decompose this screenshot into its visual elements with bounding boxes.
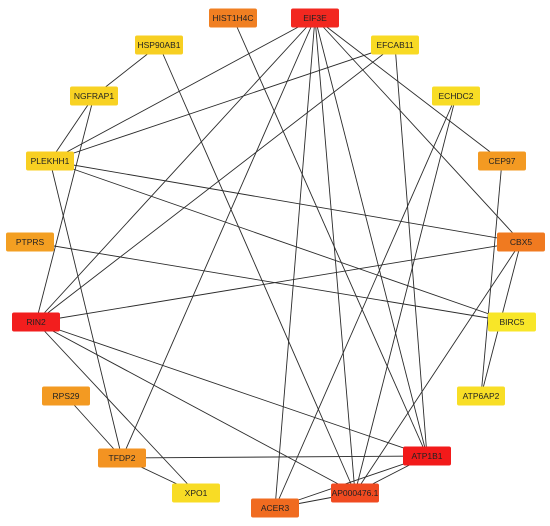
edge-plekhh1-birc5 bbox=[49, 160, 513, 323]
node-box bbox=[209, 8, 257, 28]
node-plekhh1[interactable]: PLEKHH1 bbox=[26, 151, 74, 171]
node-label: NGFRAP1 bbox=[74, 91, 114, 101]
node-cbx5[interactable]: CBX5 bbox=[497, 232, 545, 252]
node-label: CBX5 bbox=[510, 237, 532, 247]
edge-ptprs-birc5 bbox=[29, 241, 513, 323]
edge-eif3e-cbx5 bbox=[314, 17, 522, 243]
edge-plekhh1-tfdp2 bbox=[49, 160, 123, 459]
node-label: EIF3E bbox=[303, 13, 327, 23]
edge-efcab11-rin2 bbox=[35, 44, 396, 323]
edge-tfdp2-atp1b1 bbox=[121, 455, 428, 459]
node-rin2[interactable]: RIN2 bbox=[12, 312, 60, 332]
node-label: RIN2 bbox=[26, 317, 46, 327]
node-label: BIRC5 bbox=[499, 317, 524, 327]
edge-eif3e-tfdp2 bbox=[121, 17, 316, 459]
edge-eif3e-cep97 bbox=[314, 17, 503, 162]
node-xpo1[interactable]: XPO1 bbox=[172, 483, 220, 503]
node-ap000476-1[interactable]: AP000476.1 bbox=[331, 483, 379, 503]
node-tfdp2[interactable]: TFDP2 bbox=[98, 448, 146, 468]
edge-hist1h4c-atp1b1 bbox=[232, 17, 428, 457]
edge-ngfrap1-plekhh1 bbox=[49, 95, 95, 162]
node-box bbox=[457, 386, 505, 406]
edge-rin2-xpo1 bbox=[35, 321, 197, 494]
node-cep97[interactable]: CEP97 bbox=[478, 151, 526, 171]
node-label: ECHDC2 bbox=[439, 91, 474, 101]
edge-eif3e-acer3 bbox=[274, 17, 316, 509]
edge-rin2-ap000476-1 bbox=[35, 321, 356, 494]
node-hist1h4c[interactable]: HIST1H4C bbox=[209, 8, 257, 28]
edge-efcab11-plekhh1 bbox=[49, 44, 396, 162]
node-label: HSP90AB1 bbox=[138, 40, 181, 50]
node-rps29[interactable]: RPS29 bbox=[42, 386, 90, 406]
edge-eif3e-atp1b1 bbox=[314, 17, 428, 457]
node-box bbox=[251, 498, 299, 518]
node-box bbox=[172, 483, 220, 503]
node-box bbox=[6, 232, 54, 252]
node-label: TFDP2 bbox=[109, 453, 136, 463]
node-box bbox=[70, 86, 118, 106]
node-label: PLEKHH1 bbox=[31, 156, 70, 166]
edge-eif3e-rin2 bbox=[35, 17, 316, 323]
edge-rin2-atp1b1 bbox=[35, 321, 428, 457]
edge-ngfrap1-rin2 bbox=[35, 95, 95, 323]
edge-cbx5-ap000476-1 bbox=[354, 241, 522, 494]
edge-rps29-tfdp2 bbox=[65, 395, 123, 459]
node-efcab11[interactable]: EFCAB11 bbox=[371, 35, 419, 55]
node-eif3e[interactable]: EIF3E bbox=[291, 8, 339, 28]
node-label: XPO1 bbox=[185, 488, 208, 498]
node-label: AP000476.1 bbox=[332, 488, 379, 498]
node-ngfrap1[interactable]: NGFRAP1 bbox=[70, 86, 118, 106]
node-box bbox=[98, 448, 146, 468]
node-atp1b1[interactable]: ATP1B1 bbox=[403, 446, 451, 466]
edge-eif3e-plekhh1 bbox=[49, 17, 316, 162]
edge-atp1b1-acer3 bbox=[274, 455, 428, 509]
edge-cep97-atp6ap2 bbox=[480, 160, 503, 397]
edge-layer bbox=[29, 17, 522, 509]
edge-plekhh1-cbx5 bbox=[49, 160, 522, 243]
edge-echdc2-acer3 bbox=[274, 95, 457, 509]
node-hsp90ab1[interactable]: HSP90AB1 bbox=[135, 35, 183, 55]
node-label: ATP1B1 bbox=[411, 451, 442, 461]
edge-hsp90ab1-ap000476-1 bbox=[158, 44, 356, 494]
edge-efcab11-atp1b1 bbox=[394, 44, 428, 457]
node-box bbox=[291, 8, 339, 28]
node-acer3[interactable]: ACER3 bbox=[251, 498, 299, 518]
node-atp6ap2[interactable]: ATP6AP2 bbox=[457, 386, 505, 406]
edge-eif3e-ap000476-1 bbox=[314, 17, 356, 494]
node-box bbox=[432, 86, 480, 106]
node-box bbox=[12, 312, 60, 332]
edge-cbx5-rin2 bbox=[35, 241, 522, 323]
node-box bbox=[331, 483, 379, 503]
node-echdc2[interactable]: ECHDC2 bbox=[432, 86, 480, 106]
node-box bbox=[403, 446, 451, 466]
node-box bbox=[371, 35, 419, 55]
node-birc5[interactable]: BIRC5 bbox=[488, 312, 536, 332]
node-label: CEP97 bbox=[489, 156, 516, 166]
node-box bbox=[497, 232, 545, 252]
node-label: RPS29 bbox=[53, 391, 80, 401]
edge-echdc2-ap000476-1 bbox=[354, 95, 457, 494]
node-label: EFCAB11 bbox=[376, 40, 413, 50]
node-box bbox=[488, 312, 536, 332]
node-label: PTPRS bbox=[16, 237, 45, 247]
node-box bbox=[478, 151, 526, 171]
node-label: ATP6AP2 bbox=[463, 391, 500, 401]
node-ptprs[interactable]: PTPRS bbox=[6, 232, 54, 252]
node-box bbox=[42, 386, 90, 406]
node-box bbox=[135, 35, 183, 55]
node-box bbox=[26, 151, 74, 171]
node-label: ACER3 bbox=[261, 503, 290, 513]
node-label: HIST1H4C bbox=[212, 13, 253, 23]
